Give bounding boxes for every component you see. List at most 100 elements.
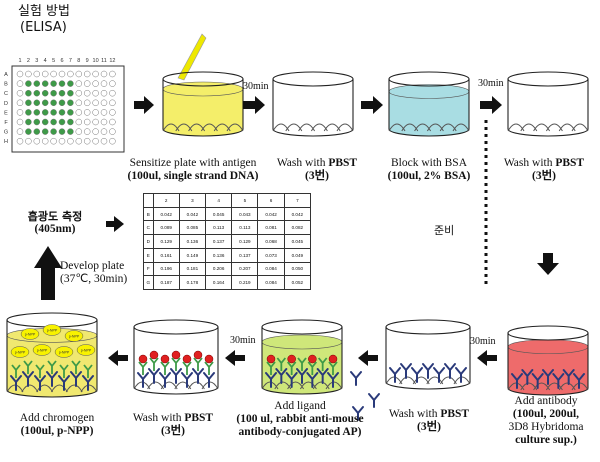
dna-strand [36,384,54,393]
plate-well [58,99,66,107]
time-label-4: 30min [230,335,256,346]
antibody-glyph [327,372,339,388]
plate-well [100,89,108,97]
plate-row-label: D [4,101,8,107]
antibody-glyph [22,371,34,387]
table-cell: F [143,261,154,277]
table-cell: 0.082 [283,220,312,236]
table-cell: 0.043 [231,206,259,222]
antibody-glyph [411,367,423,383]
ap-bead [160,354,170,364]
plate-row-label: E [4,110,8,116]
table-cell: 0.187 [152,275,180,290]
preparation-label: 준비 [434,224,455,237]
plate-well [33,70,41,78]
table-header-cell: 5 [231,193,259,208]
antibody-glyph [511,373,523,389]
plate-well [16,99,24,107]
table-cell: 0.084 [257,261,285,277]
plate-well [33,128,41,135]
plate-row-label: F [4,120,8,126]
caption-develop: Develop plate (37℃, 30min) [60,260,128,285]
plate-well [75,80,83,87]
plate-well [50,137,57,145]
ap-bead [204,354,214,364]
caption-ligand: Add ligand (100 ul, rabbit anti-mouse an… [236,400,364,438]
arrow-down-to-antibody [537,253,559,275]
plate-well [67,128,74,135]
plate-well [58,128,66,135]
title-korean: 실험 방법 [18,4,70,19]
plate-column-label: 10 [93,58,99,64]
table-cell: 0.050 [283,261,312,277]
plate-well [16,80,24,87]
free-ligand-glyph [350,371,362,386]
plate-column-label: 3 [35,58,38,64]
plate-well [25,128,32,135]
plate-column-label: 8 [77,58,80,64]
dna-strand [336,123,354,132]
antibody-glyph [573,373,585,389]
arrow-wash3-to-ligand [358,350,378,366]
plate-column-label: 2 [27,58,30,64]
plate-well [41,128,49,135]
caption-chromogen: Add chromogen (100ul, p-NPP) [19,412,95,437]
plate-well [109,118,116,126]
table-cell: B [143,206,154,222]
antibody-glyph [203,372,215,388]
arrow-ligand-to-wash4 [225,350,245,366]
table-cell: 0.084 [257,275,285,290]
antibody-glyph [433,367,445,383]
table-cell: 0.137 [205,234,233,249]
plate-well [100,80,108,87]
plate-row-label: G [4,130,8,136]
antibody-glyph [285,372,298,388]
table-cell: 0.049 [283,247,312,263]
free-ligand-glyph [352,406,364,421]
plate-well [25,70,32,78]
beaker-wash-2 [507,71,589,137]
dna-strand [412,376,430,385]
arrow-to-results-table [106,216,124,232]
dna-strand [439,376,457,385]
dna-strand [21,384,39,393]
plate-column-label: 12 [109,58,115,64]
plate-well [92,128,99,135]
plate-well [67,137,74,145]
title-english: (ELISA) [20,20,67,35]
dna-strand [160,381,178,390]
antibody-glyph [137,372,149,388]
arrow-plate-to-sensitize [134,96,154,114]
ligand-glyph [307,361,318,375]
antibody-glyph [521,369,534,385]
antibody-glyph [552,373,565,389]
table-cell: 0.129 [231,234,259,249]
table-cell: 0.207 [231,261,259,277]
beaker-ligand [261,319,343,395]
beaker-body [133,327,219,395]
arrow-antibody-to-wash3 [477,350,497,366]
ap-bead [149,350,159,360]
table-cell: 0.068 [257,234,285,249]
plate-well [33,99,41,107]
dna-strand [399,376,417,385]
caption-absorbance: 흡광도 측정 (405nm) [27,210,83,235]
plate-well [83,118,91,126]
table-header-cell [143,193,154,208]
arrow-up-to-absorbance [34,246,62,300]
caption-wash-4: Wash with PBST (3번) [132,412,214,437]
table-cell: 0.042 [178,206,207,222]
dna-strand [65,384,83,393]
dna-strand [147,381,165,390]
caption-wash-2: Wash with PBST (3번) [503,157,585,182]
time-label-1: 30min [243,81,269,92]
ligand-glyph [11,364,21,378]
plate-well [67,89,74,97]
plate-well [16,109,24,116]
plate-well [33,137,41,145]
plate-row-label: C [4,91,8,97]
plate-column-label: 7 [69,58,72,64]
plate-well [16,137,24,145]
time-label-2: 30min [478,78,504,89]
